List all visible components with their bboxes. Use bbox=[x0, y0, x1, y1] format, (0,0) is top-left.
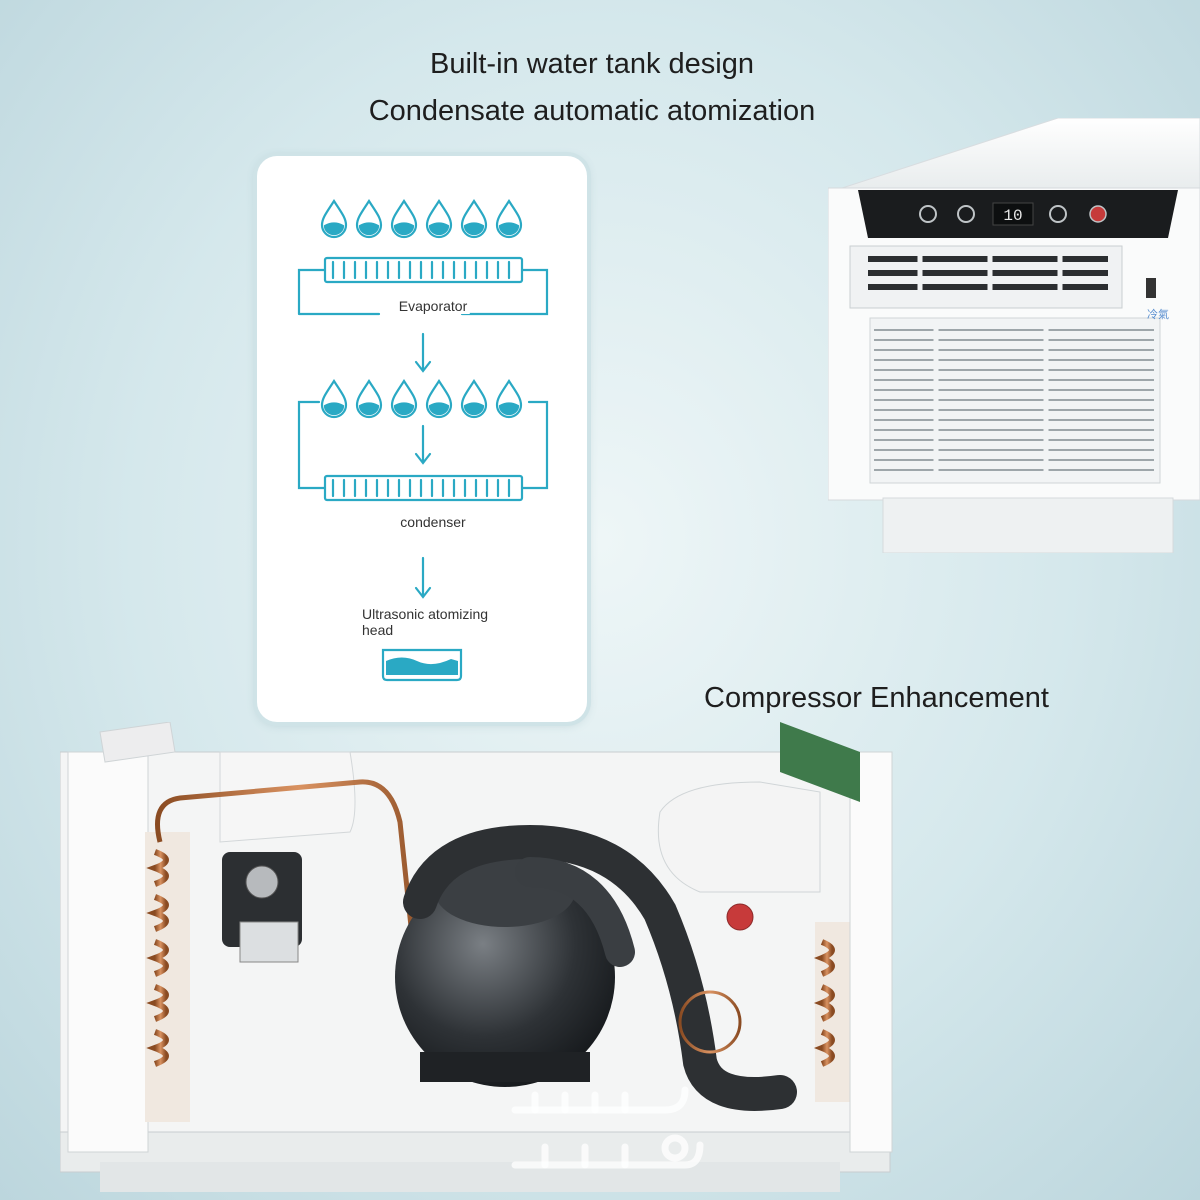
air-conditioner-graphic: 10 冷氣 bbox=[827, 117, 1200, 554]
condenser-label: condenser bbox=[397, 514, 469, 530]
fan-motor-icon bbox=[222, 852, 302, 963]
headline-water-tank: Built-in water tank design bbox=[430, 48, 754, 80]
capillary-coil-icon bbox=[678, 990, 742, 1054]
water-tray-icon bbox=[381, 648, 463, 682]
compressor-section-title: Compressor Enhancement bbox=[704, 682, 1049, 714]
compressor-interior-graphic bbox=[59, 721, 893, 1192]
flow-diagram-graphic bbox=[297, 198, 549, 682]
up-button-icon bbox=[1049, 205, 1067, 223]
air-conditioner-unit-image: 10 冷氣 bbox=[827, 117, 1200, 554]
evaporator-coil-icon bbox=[297, 256, 549, 316]
evaporator-label: Evaporator bbox=[395, 298, 471, 314]
condensate-flow-diagram: Evaporator condenser Ultrasonic atomizin… bbox=[257, 156, 587, 722]
arrow-down-icon bbox=[414, 556, 432, 599]
headline-atomization: Condensate automatic atomization bbox=[368, 95, 816, 127]
condenser-loop-icon bbox=[297, 400, 549, 502]
arrow-down-icon bbox=[414, 332, 432, 373]
circuit-board-icon bbox=[780, 722, 860, 802]
temperature-display: 10 bbox=[1003, 207, 1022, 225]
down-button-icon bbox=[957, 205, 975, 223]
compressor-interior-image bbox=[59, 721, 920, 1192]
power-mode-button-icon bbox=[919, 205, 937, 223]
copper-coil-right-icon bbox=[813, 939, 835, 1067]
compressor-icon bbox=[395, 857, 615, 1087]
marketplace-watermark bbox=[505, 1070, 705, 1190]
water-droplet-row-middle-icon bbox=[320, 378, 523, 419]
copper-coil-left-icon bbox=[146, 849, 169, 1067]
red-plug-icon bbox=[726, 903, 754, 931]
usb-port-icon bbox=[1146, 278, 1156, 298]
atomizer-label: Ultrasonic atomizing head bbox=[359, 606, 511, 638]
side-label: 冷氣 bbox=[1147, 307, 1169, 321]
water-droplet-row-top-icon bbox=[320, 198, 523, 239]
watermark-logo-icon bbox=[511, 1086, 704, 1169]
power-button-icon bbox=[1089, 205, 1107, 223]
